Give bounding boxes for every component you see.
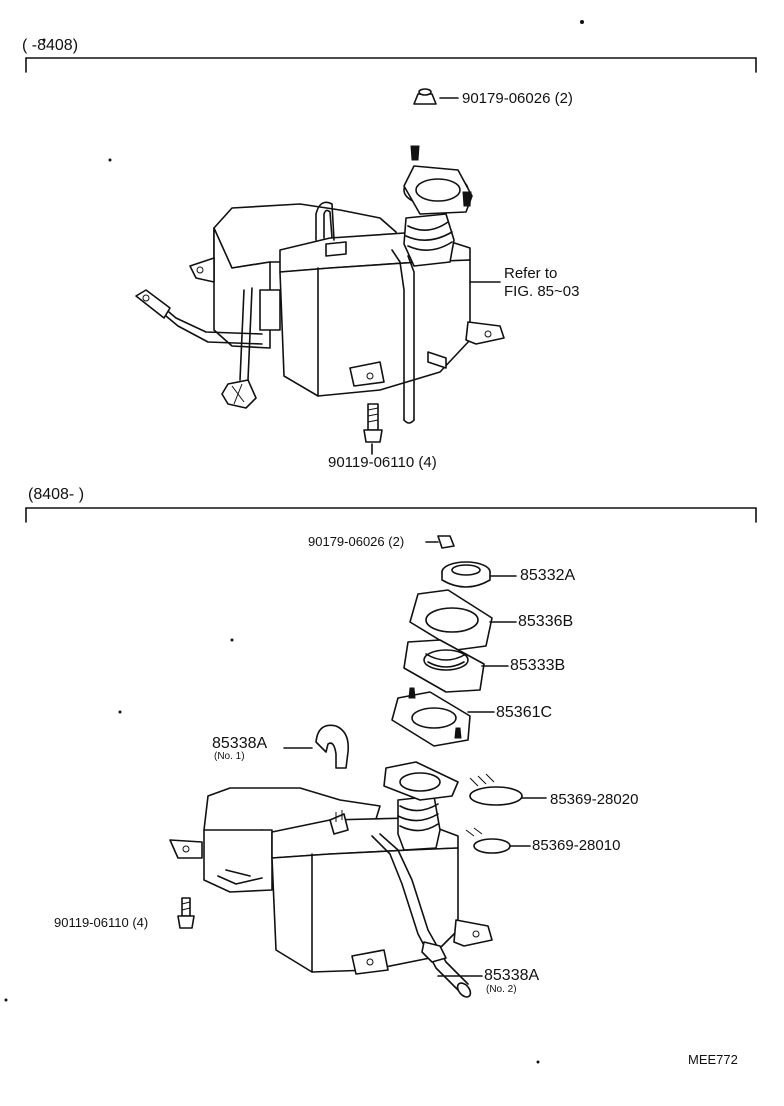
part-number-label-a: 85369-28020 (550, 791, 639, 808)
qty-nut-bottom: (2) (388, 534, 405, 549)
gasket-part (409, 589, 517, 651)
refer-to-line1: Refer to (504, 265, 558, 282)
plate-gasket-part (391, 687, 495, 747)
bolt-icon-top (363, 403, 383, 443)
hose-no1-part (283, 724, 350, 769)
part-number-nut-bottom: 90179-06026 (2) (308, 534, 405, 549)
part-number-gasket: 85336B (518, 613, 574, 630)
qty-nut-top: (2) (554, 90, 573, 107)
hose-no1-note: (No. 1) (214, 751, 245, 762)
scan-specks (4, 20, 584, 1064)
bolt-icon-bottom (177, 897, 195, 929)
figure-id: MEE772 (688, 1052, 738, 1067)
part-number-plate-gasket: 85361C (496, 704, 553, 721)
washer-tank-assembly-top (135, 145, 505, 424)
nut-icon-bottom (425, 535, 455, 549)
qty-bolt-top: (4) (418, 454, 437, 471)
part-number-bolt-top: 90119-06110 (4) (328, 454, 437, 471)
qty-bolt-bottom: (4) (132, 915, 149, 930)
part-number-hose-no2: 85338A (484, 967, 540, 984)
section-range-top: ( -8408) (22, 37, 79, 54)
section-frame-top (25, 57, 757, 73)
filler-cap-part (441, 561, 517, 588)
label-sticker-b (465, 827, 531, 854)
filler-inlet-part (403, 639, 509, 693)
hose-no2-note: (No. 2) (486, 984, 517, 995)
nut-icon-top (413, 88, 437, 105)
part-number-nut-top: 90179-06026 (2) (462, 90, 573, 107)
section-range-bottom: (8408- ) (28, 486, 85, 503)
washer-tank-assembly-bottom (169, 761, 493, 998)
label-sticker-a (469, 773, 547, 806)
part-number-bolt-bottom: 90119-06110 (4) (54, 915, 149, 930)
refer-to-line2: FIG. 85~03 (504, 283, 580, 300)
section-frame-bottom (25, 507, 757, 523)
part-number-label-b: 85369-28010 (532, 837, 621, 854)
part-number-inlet: 85333B (510, 657, 566, 674)
part-number-hose-no1: 85338A (212, 735, 268, 752)
part-number-cap: 85332A (520, 567, 576, 584)
